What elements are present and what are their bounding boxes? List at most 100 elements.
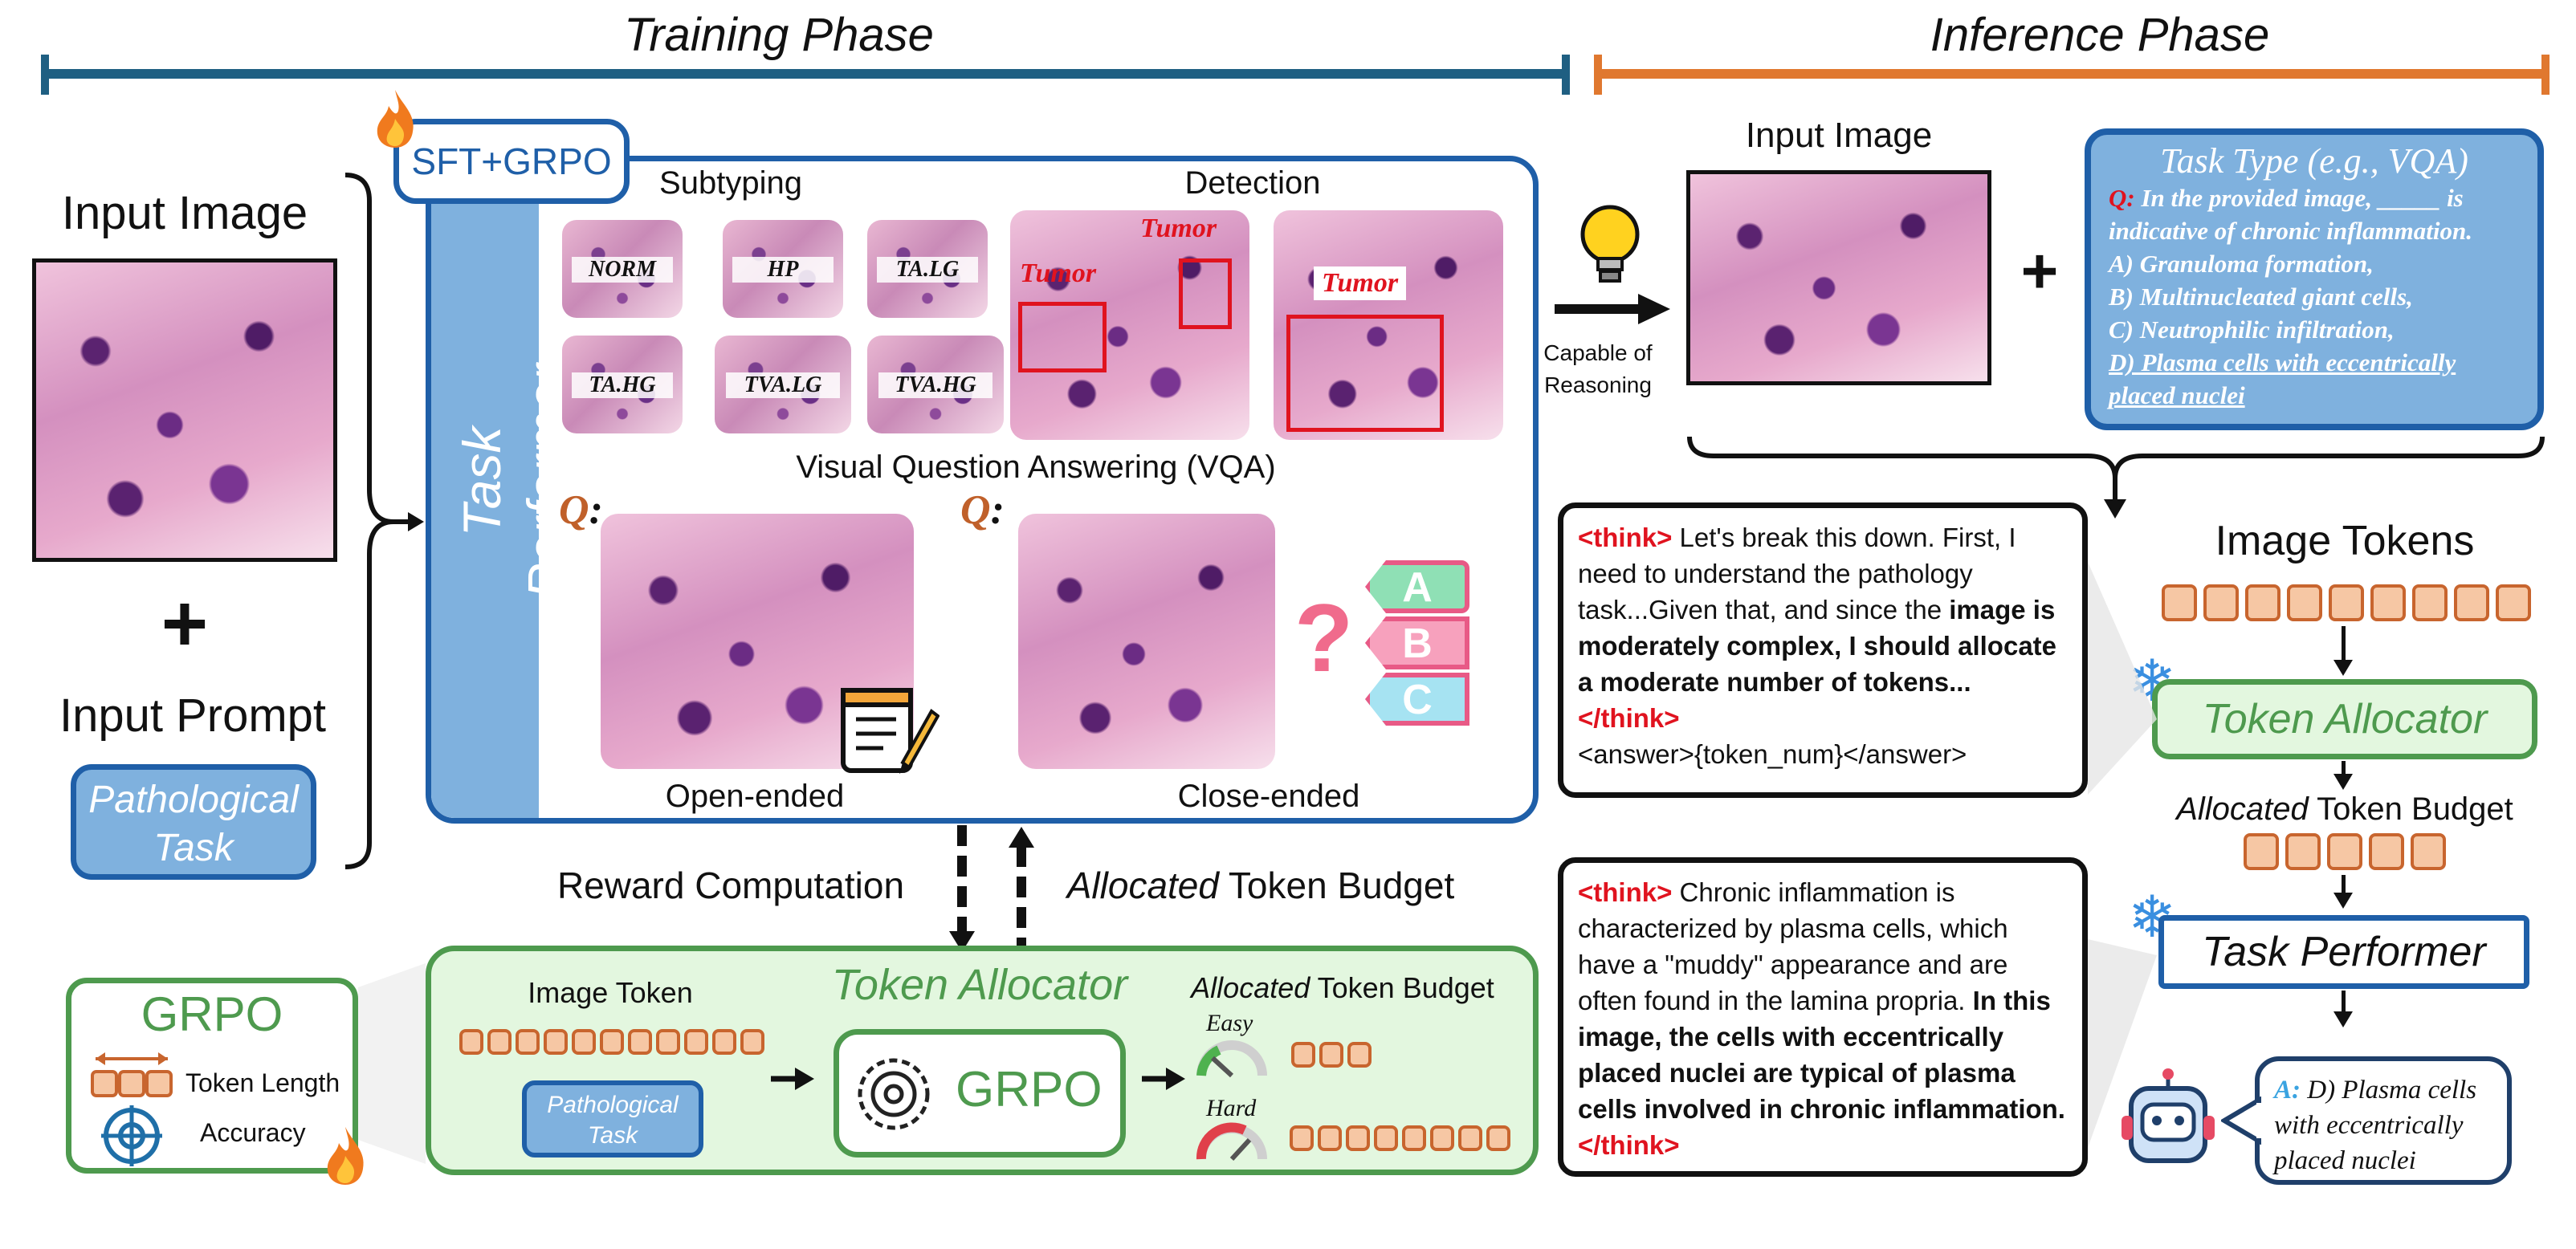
answer-bubble: A: D) Plasma cells with eccentrically pl… [2255,1056,2512,1185]
subtype-tile-label: HP [732,257,834,283]
think1-bold: image is moderately complex, I should al… [1578,595,2057,697]
accuracy-target-icon [101,1105,162,1166]
arrow-line [2342,626,2346,665]
think1-text1: Let's break this down. First, I need to … [1578,523,2016,624]
answer-prefix: A: [2274,1076,2301,1105]
token-budget-word: Token Budget [1218,865,1455,906]
question-icon: ? [1294,584,1354,692]
training-input-image [32,258,337,562]
capable-line2: Reasoning [1544,372,1652,397]
token [684,1029,708,1055]
easy-token-row [1291,1042,1380,1071]
allocator-task-line2: Task [587,1122,638,1149]
token [600,1029,624,1055]
task-performer-sidebar [431,161,539,818]
subtype-tile-label: TVA.HG [878,372,993,399]
token-allocator-title: Token Allocator [831,961,1128,1009]
hard-gauge-icon [1196,1122,1267,1162]
callout-wedge [358,963,426,1164]
inference-input-image-label: Input Image [1745,116,1933,155]
capable-of-reasoning-label: Capable of Reasoning [1534,337,1662,401]
training-input-image-label: Input Image [61,187,308,239]
callout-wedge [2088,562,2157,795]
token [740,1029,764,1055]
choice-c-tag: C [1365,673,1469,726]
inference-allocated-budget-label: Allocated Token Budget [2136,791,2554,828]
token [2411,833,2446,870]
accuracy-label: Accuracy [200,1118,306,1147]
token [2412,584,2448,621]
open-ended-label: Open-ended [665,779,845,814]
think-box-allocator: <think> Let's break this down. First, I … [1558,502,2088,798]
arrow-to-grpo [771,1068,814,1090]
grpo-box-label: GRPO [956,1062,1103,1117]
subtype-tile: TVA.LG [715,336,851,433]
close-ended-label: Close-ended [1177,779,1360,814]
sft-grpo-badge: SFT+GRPO [393,119,630,204]
token [2496,584,2531,621]
image-token-row [459,1029,764,1058]
answer-body: D) Plasma cells with eccentrically place… [2274,1076,2477,1175]
token [1290,1125,1314,1151]
allocator-task-line1: Pathological [547,1092,679,1118]
token [544,1029,568,1055]
grpo-box [834,1029,1126,1157]
token [2454,584,2489,621]
feedback-arrows [949,825,1034,952]
hard-label: Hard [1206,1095,1257,1121]
think-open-tag: <think> [1578,523,1673,552]
choice-b-tag: B [1365,616,1469,669]
token [2162,584,2197,621]
inference-token-allocator-box: Token Allocator [2152,679,2537,759]
allocator-budget-label: Allocated Token Budget [1174,971,1511,1005]
token [2329,584,2364,621]
task-performer-label: Task Performer [452,364,576,600]
arrow-head [2333,1011,2353,1027]
task-question: Q: In the provided image, _____ is indic… [2109,181,2520,247]
gear-brain-icon [858,1058,930,1130]
arrow-line [2342,875,2346,896]
think2-bold: In this image, the cells with eccentrica… [1578,986,2065,1124]
q-label-close: Q: [960,486,1005,534]
arrow-line [2342,991,2346,1015]
token [656,1029,680,1055]
q-colon: : [990,487,1005,533]
inference-allocated-italic: Allocated [2176,791,2309,827]
option-d: D) Plasma cells with eccentrically place… [2109,348,2456,409]
hard-token-row [1290,1125,1519,1154]
arrow-to-budget [1142,1068,1185,1090]
token [1430,1125,1454,1151]
phase-bars [41,55,2550,95]
subtype-tile: TVA.HG [867,336,1004,433]
think-open-tag: <think> [1578,877,1673,907]
grpo-legend-title: GRPO [141,987,283,1041]
arrow-line [2342,761,2346,779]
callout-wedge [2088,939,2157,1148]
reward-computation-label: Reward Computation [556,865,905,906]
token-length-label: Token Length [185,1068,340,1097]
inference-budget-token-row [2244,833,2452,873]
q-mark: Q [960,487,991,533]
easy-label: Easy [1206,1010,1253,1036]
notepad-pencil-icon [841,688,940,774]
token [1347,1042,1372,1068]
tumor-bbox [1018,302,1107,372]
token [1458,1125,1482,1151]
training-phase-title: Training Phase [624,9,934,61]
think1-text2: ... [1949,667,1971,697]
token [459,1029,483,1055]
prompt-line1: Pathological [88,779,299,821]
grpo-legend: GRPO Token Length Accuracy [66,978,358,1174]
token [1374,1125,1398,1151]
token [1402,1125,1426,1151]
tumor-label: Tumor [1314,266,1407,300]
subtyping-label: Subtyping [659,165,802,201]
think1-answer: <answer>{token_num}</answer> [1578,739,1967,769]
token [1319,1042,1343,1068]
training-prompt-box: Pathological Task [71,764,316,880]
training-plus: + [161,579,209,669]
vqa-label: Visual Question Answering (VQA) [796,450,1276,485]
token [516,1029,540,1055]
tumor-label: Tumor [1140,214,1217,243]
token [2203,584,2239,621]
